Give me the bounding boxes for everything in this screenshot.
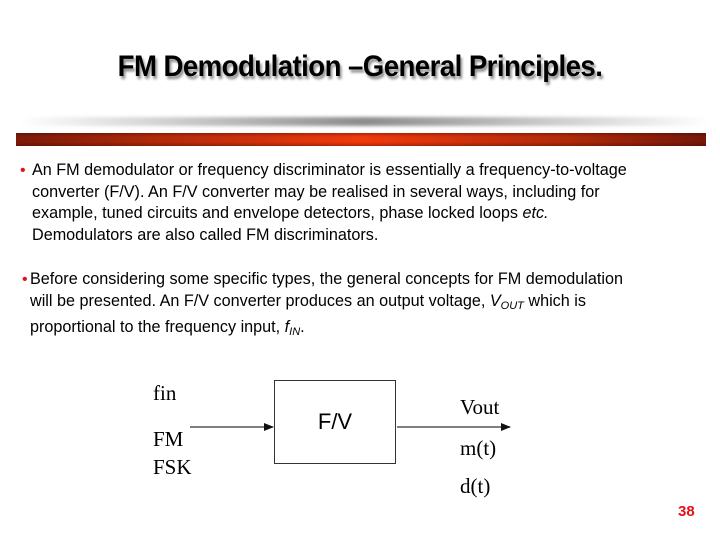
output-label-mt: m(t) [460,436,497,460]
bullet-marker-icon: • [20,162,26,179]
bullet-marker-icon: • [22,271,28,288]
output-label-vout: Vout [460,395,500,419]
bullet-2-line-3-text: proportional to the frequency input, [30,318,285,337]
bullet-2-line-3: proportional to the frequency input, fIN… [30,317,710,344]
bullet-1-line-3: example, tuned circuits and envelope det… [32,203,712,225]
fv-converter-block: F/V [274,380,396,464]
page-number: 38 [678,503,695,520]
vout-subscript: OUT [500,299,524,312]
input-label-fin: fin [153,381,177,405]
fv-block-label: F/V [317,409,353,434]
bullet-1-line-2: converter (F/V). An F/V converter may be… [32,182,600,201]
bullet-2-line-1: Before considering some specific types, … [30,270,623,288]
bullet-item-1: • An FM demodulator or frequency discrim… [20,160,712,246]
bullet-1-line-3-text: example, tuned circuits and envelope det… [32,204,523,223]
title-shadow-divider [20,117,710,126]
vout-symbol: V [489,291,501,310]
vout-after-text: which is [523,291,586,310]
etc-italic: etc. [522,204,549,223]
bullet-item-2: • Before considering some specific types… [22,269,710,344]
fin-subscript: IN [289,326,301,339]
fin-after-text: . [300,318,305,337]
bullet-1-line-4: Demodulators are also called FM discrimi… [32,225,379,244]
bullet-2-line-2-text: will be presented. An F/V converter prod… [30,291,490,310]
input-label-fm: FM [153,427,184,451]
title-accent-bar [16,133,706,146]
bullet-1-line-1: An FM demodulator or frequency discrimin… [32,161,627,179]
slide-title: FM Demodulation –General Principles. [117,50,603,83]
input-label-fsk: FSK [153,455,192,479]
bullet-2-line-2: will be presented. An F/V converter prod… [30,291,710,318]
fin-symbol: f [284,318,290,337]
output-label-dt: d(t) [460,474,491,498]
